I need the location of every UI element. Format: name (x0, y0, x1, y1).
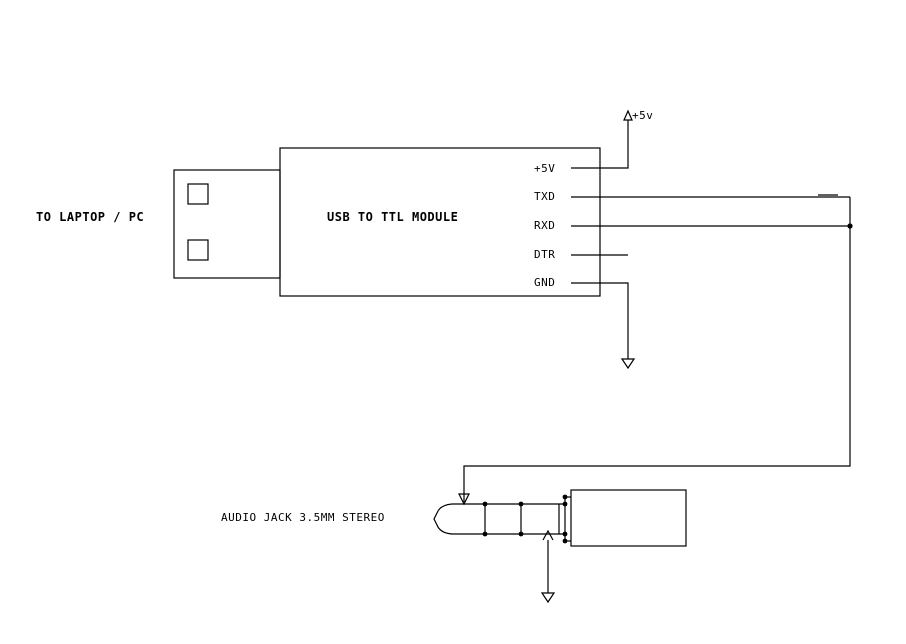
usb-contact-top (187, 183, 209, 205)
supply-label: +5v (632, 109, 653, 122)
pin-label-rxd: RXD (534, 219, 555, 232)
wire-txd (571, 194, 851, 226)
wire-rxd (458, 223, 853, 506)
tip-arrow-icon (458, 493, 470, 506)
ground-icon (620, 358, 636, 370)
module-label: USB TO TTL MODULE (327, 210, 458, 224)
audio-jack (433, 489, 687, 547)
pin-label-dtr: DTR (534, 248, 555, 261)
pin-label-txd: TXD (534, 190, 555, 203)
jack-ground-icon (540, 592, 556, 604)
usb-plug-body (173, 169, 281, 279)
computer-label: TO LAPTOP / PC (36, 210, 144, 224)
usb-contact-bottom (187, 239, 209, 261)
supply-arrow-icon (623, 109, 633, 121)
wire-gnd (571, 282, 636, 370)
usb-ttl-module: USB TO TTL MODULE (279, 147, 601, 297)
sleeve-arrow-icon (542, 529, 554, 541)
jack-ground-wire (540, 529, 556, 604)
jack-body (570, 489, 687, 547)
wire-5v: +5v (571, 109, 653, 169)
jack-label: AUDIO JACK 3.5MM STEREO (221, 511, 385, 524)
jack-tip (433, 503, 485, 535)
module-body (279, 147, 601, 297)
pin-label-gnd: GND (534, 276, 555, 289)
pin-label-5v: +5V (534, 162, 555, 175)
usb-plug-connector (173, 169, 281, 279)
